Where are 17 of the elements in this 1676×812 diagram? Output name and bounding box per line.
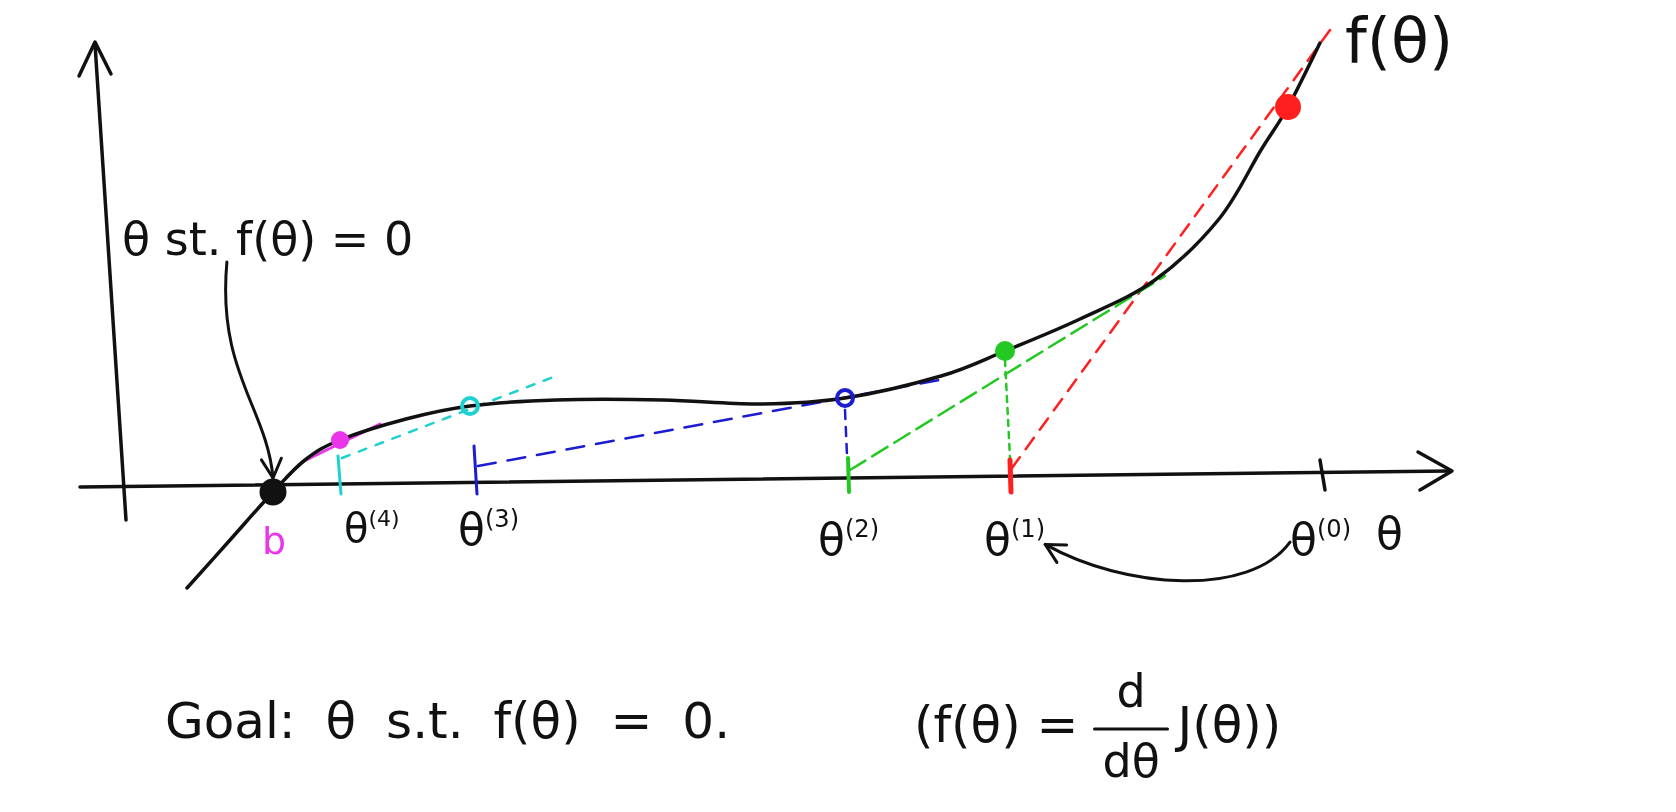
fraction-denominator: dθ [1102,738,1160,784]
equation-text: J(θ)) [1177,700,1282,750]
point-label: b [262,522,287,560]
goal-statement: Goal: θ s.t. f(θ) = 0. [165,696,731,746]
leader-arrow [224,260,282,480]
curved-arrow [1043,540,1292,583]
tick-label: θ$^{(1)}$ [984,518,1046,562]
function-label: f(θ) [1345,10,1454,72]
tick-label: θ$^{(0)}$ [1290,518,1352,562]
fraction-numerator: d [1116,668,1146,714]
tick-label: θ$^{(3)}$ [458,508,520,552]
root-dot-icon [259,478,287,506]
equation-text: (f(θ) = [914,700,1079,750]
tick-label: θ$^{(4)}$ [344,508,400,548]
tick-label: θ$^{(2)}$ [818,518,880,562]
annotation-text: θ st. f(θ) = 0 [122,216,414,262]
axis-label: θ [1376,512,1403,556]
